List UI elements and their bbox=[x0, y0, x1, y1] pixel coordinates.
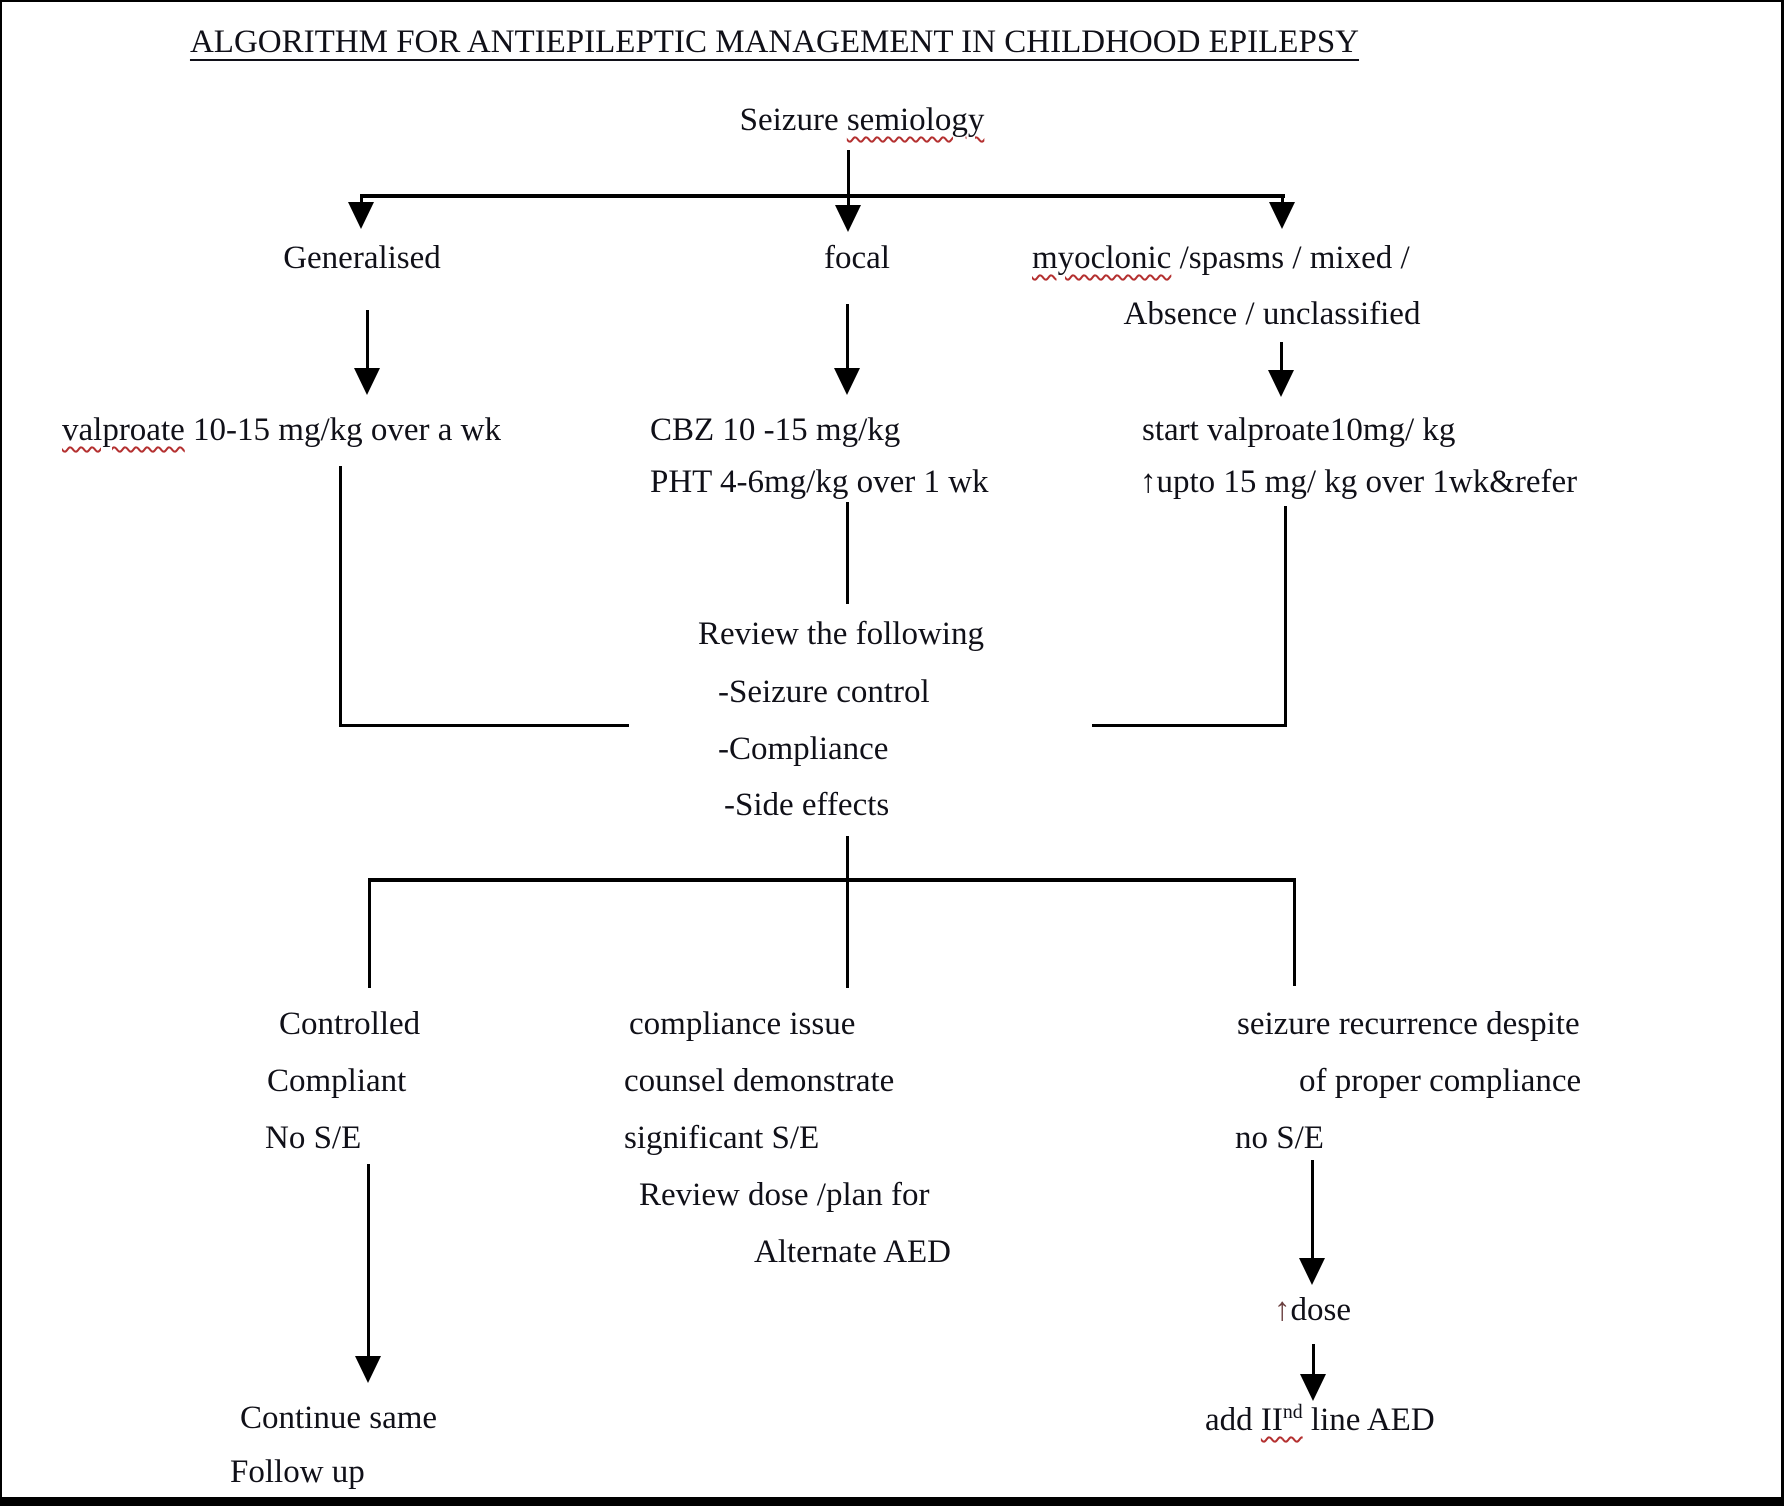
connector-focal-stem bbox=[847, 198, 850, 208]
node-outcome-significant-se: significant S/E bbox=[624, 1120, 820, 1156]
connector-outcome-left-drop bbox=[368, 882, 371, 988]
node-outcome-seizure-recurrence: seizure recurrence despite bbox=[1237, 1006, 1580, 1042]
node-outcome-proper-compliance: of proper compliance bbox=[1299, 1063, 1582, 1099]
node-outcome-controlled: Controlled bbox=[279, 1006, 421, 1042]
arrowhead-continue bbox=[355, 1356, 381, 1383]
page-title-text: ALGORITHM FOR ANTIEPILEPTIC MANAGEMENT I… bbox=[189, 24, 1360, 60]
root-word2: semiology bbox=[846, 102, 985, 138]
connector-review-stem bbox=[846, 836, 849, 880]
node-outcome-no-se: No S/E bbox=[265, 1120, 362, 1156]
node-outcome-counsel-demonstrate: counsel demonstrate bbox=[624, 1063, 895, 1099]
node-treatment-focal-line2: PHT 4-6mg/kg over 1 wk bbox=[650, 464, 989, 500]
root-word1: Seizure bbox=[739, 102, 847, 138]
node-treatment-myoclonic-line1: start valproate10mg/ kg bbox=[1142, 412, 1456, 448]
node-outcome-no-se-right: no S/E bbox=[1235, 1120, 1324, 1156]
connector-outcome-right-drop bbox=[1293, 882, 1296, 986]
node-continue-same: Continue same bbox=[240, 1400, 438, 1436]
arrowhead-myoclonic bbox=[1269, 202, 1295, 229]
node-review-heading: Review the following bbox=[698, 616, 984, 652]
connector-controlled-to-continue bbox=[367, 1164, 370, 1358]
connector-generalised-elbow-v bbox=[339, 466, 342, 727]
node-outcome-compliant: Compliant bbox=[267, 1063, 407, 1099]
line-aed-rest: line AED bbox=[1302, 1402, 1435, 1438]
connector-focal-to-treatment bbox=[846, 304, 849, 370]
node-generalised: Generalised bbox=[283, 240, 441, 276]
ordinal-suffix: nd bbox=[1282, 1401, 1303, 1423]
arrowhead-myoclonic-treatment bbox=[1268, 370, 1294, 397]
arrowhead-dose bbox=[1299, 1258, 1325, 1285]
second-line-roman: IInd bbox=[1261, 1402, 1303, 1438]
node-increase-dose: ↑dose bbox=[1274, 1292, 1351, 1330]
connector-generalised-to-treatment bbox=[366, 310, 369, 370]
connector-focal-to-review bbox=[846, 502, 849, 604]
node-treatment-focal-line1: CBZ 10 -15 mg/kg bbox=[650, 412, 901, 448]
connector-dose-to-second-line bbox=[1312, 1344, 1315, 1376]
roman-numeral: II bbox=[1260, 1402, 1283, 1438]
dose-word: dose bbox=[1290, 1292, 1352, 1328]
node-add-second-line-aed: add IInd line AED bbox=[1205, 1402, 1435, 1440]
node-review-item-seizure-control: -Seizure control bbox=[718, 674, 930, 710]
node-focal: focal bbox=[824, 240, 890, 276]
myoclonic-rest: /spasms / mixed / bbox=[1171, 240, 1410, 276]
connector-myoclonic-elbow-h bbox=[1092, 724, 1287, 727]
valproate-rest: 10-15 mg/kg over a wk bbox=[184, 412, 501, 448]
node-treatment-myoclonic-line2: ↑upto 15 mg/ kg over 1wk&refer bbox=[1140, 464, 1578, 500]
up-arrow-icon: ↑ bbox=[1274, 1292, 1291, 1328]
connector-myoclonic-to-treatment bbox=[1280, 342, 1283, 372]
node-outcome-review-dose: Review dose /plan for bbox=[639, 1177, 930, 1213]
node-seizure-semiology: Seizure semiology bbox=[652, 102, 1072, 140]
node-myoclonic-line1: myoclonic /spasms / mixed / bbox=[1032, 240, 1410, 278]
node-review-item-side-effects: -Side effects bbox=[724, 787, 890, 823]
node-outcome-alternate-aed: Alternate AED bbox=[754, 1234, 952, 1270]
arrowhead-generalised-treatment bbox=[354, 368, 380, 395]
node-review-item-compliance: -Compliance bbox=[718, 731, 889, 767]
node-outcome-compliance-issue: compliance issue bbox=[629, 1006, 856, 1042]
add-word: add bbox=[1205, 1402, 1261, 1438]
arrowhead-second-line-aed bbox=[1300, 1374, 1326, 1401]
connector-myoclonic-elbow-v bbox=[1284, 506, 1287, 727]
arrowhead-focal bbox=[835, 205, 861, 232]
node-myoclonic-line2: Absence / unclassified bbox=[1123, 296, 1421, 332]
connector-recurrence-to-dose bbox=[1311, 1160, 1314, 1260]
connector-generalised-elbow-h bbox=[339, 724, 629, 727]
page-title: ALGORITHM FOR ANTIEPILEPTIC MANAGEMENT I… bbox=[2, 24, 1547, 62]
connector-root-stem bbox=[847, 150, 850, 195]
arrowhead-focal-treatment bbox=[834, 368, 860, 395]
connector-outcome-middle-drop bbox=[846, 882, 849, 988]
connector-branch-bar-top bbox=[360, 194, 1285, 198]
valproate-word: valproate bbox=[62, 412, 185, 448]
myoclonic-word: myoclonic bbox=[1032, 240, 1172, 276]
node-follow-up: Follow up bbox=[230, 1454, 365, 1490]
arrowhead-generalised bbox=[348, 202, 374, 229]
connector-branch-bar-bottom bbox=[368, 878, 1296, 882]
node-treatment-generalised: valproate 10-15 mg/kg over a wk bbox=[62, 412, 501, 450]
